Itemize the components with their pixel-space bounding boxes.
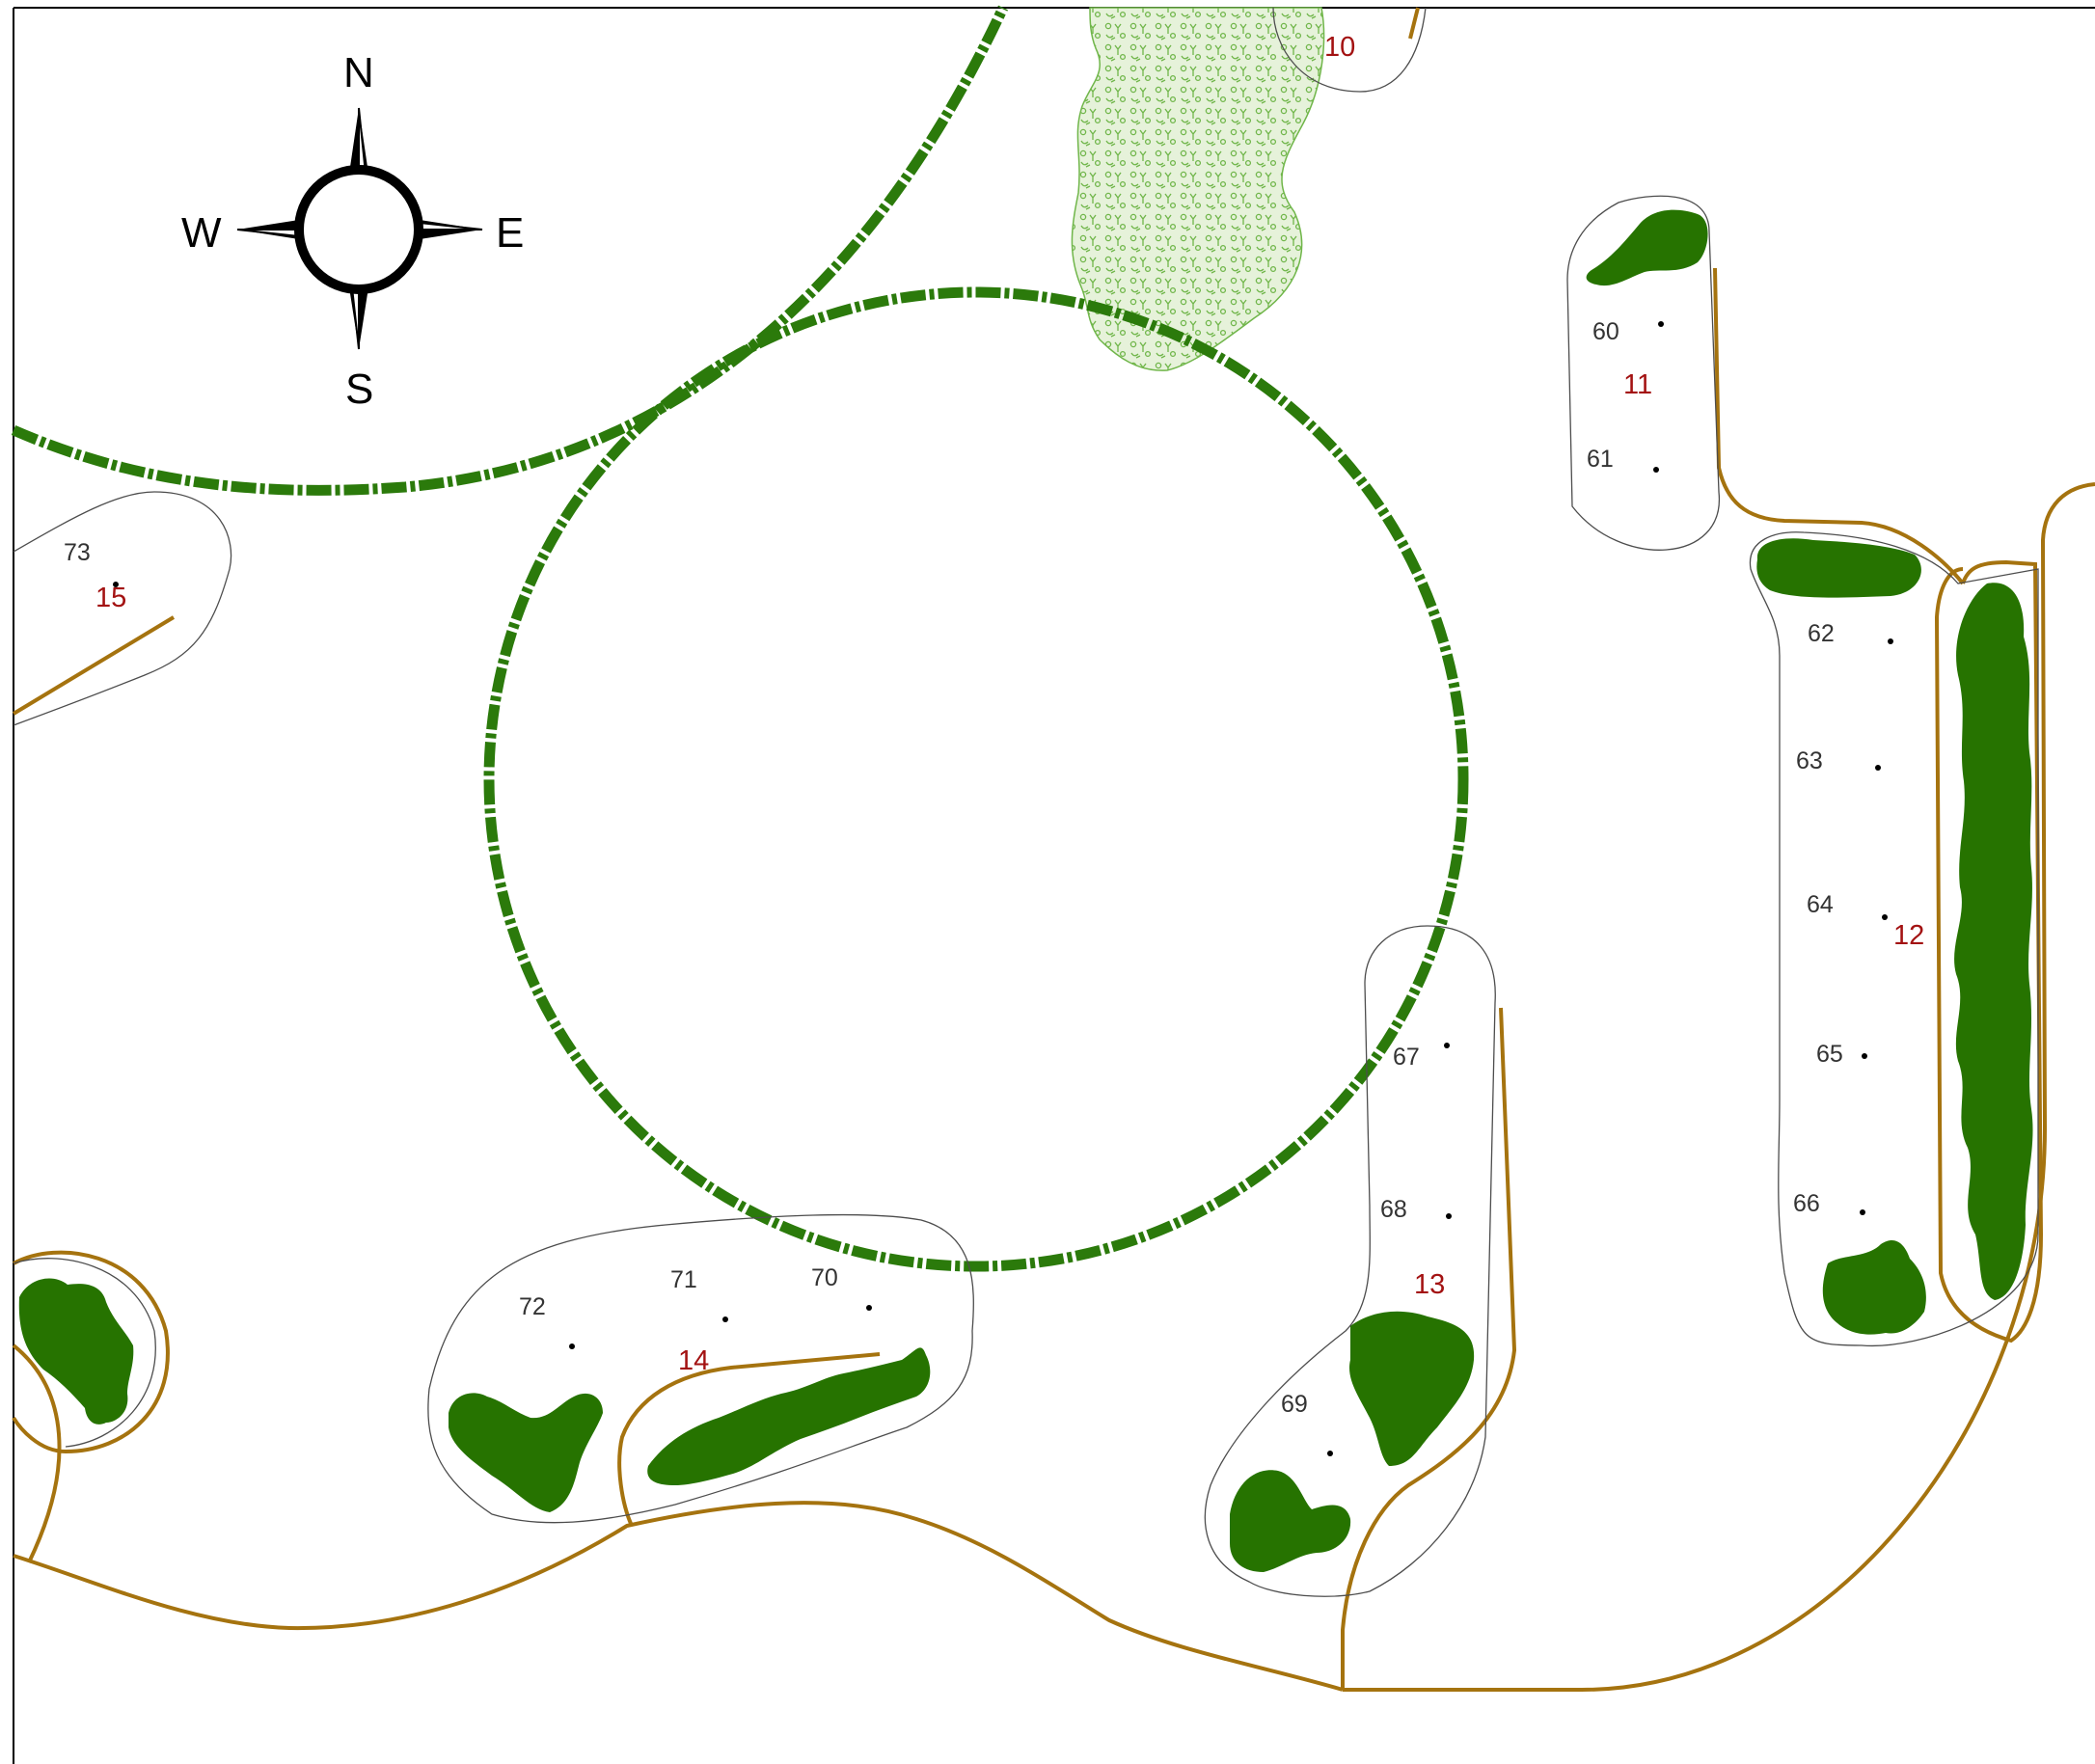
map-frame <box>13 7 2095 1764</box>
bed-label-14: 14 <box>678 1345 709 1376</box>
dot-61 <box>1653 467 1659 473</box>
dot-64 <box>1882 914 1888 920</box>
edging-bottom <box>13 1501 1344 1692</box>
edging-right-outer <box>1343 482 2095 1692</box>
bed-label-12: 12 <box>1893 920 1924 951</box>
shrub-bed12-hedge <box>1954 583 2033 1300</box>
plant-label-64: 64 <box>1807 891 1834 918</box>
edging-bed13 <box>1341 1007 1517 1690</box>
hedge-large-arc <box>11 5 1008 496</box>
dot-63 <box>1875 765 1881 771</box>
shrub-left-circle <box>18 1278 134 1425</box>
shrub-bed14-right <box>647 1347 931 1485</box>
dot-66 <box>1860 1209 1865 1215</box>
dot-70 <box>866 1305 872 1311</box>
bed-14-outline <box>427 1213 974 1524</box>
plant-label-61: 61 <box>1587 446 1614 473</box>
edging-top <box>1408 7 1420 40</box>
edging-bed12-hook <box>1934 559 2044 1343</box>
shrub-bed14-left <box>449 1393 603 1512</box>
compass-west-label: W <box>181 209 222 257</box>
plant-label-69: 69 <box>1281 1391 1308 1418</box>
bed-label-11: 11 <box>1623 369 1652 400</box>
plant-label-71: 71 <box>670 1266 697 1293</box>
edging-left-swoop <box>12 1343 62 1563</box>
edging-left-circle <box>12 1250 170 1454</box>
plant-label-65: 65 <box>1816 1041 1843 1068</box>
plant-dots <box>113 321 1893 1456</box>
compass-rose-icon: N S E W <box>181 49 524 413</box>
shrub-bed12-top <box>1756 538 1921 598</box>
plant-label-72: 72 <box>519 1293 546 1320</box>
shrub-bed13-large <box>1349 1311 1475 1466</box>
compass-north-label: N <box>343 49 374 96</box>
bed-11-outline <box>1566 195 1720 551</box>
plant-label-60: 60 <box>1592 318 1619 345</box>
edging-bed11 <box>1713 267 1965 585</box>
compass-south-label: S <box>345 366 373 413</box>
groundcover-patch <box>1071 7 1325 371</box>
bed-label-10: 10 <box>1324 32 1355 63</box>
plant-label-70: 70 <box>811 1264 838 1291</box>
edging-bed15 <box>12 615 176 716</box>
plant-label-67: 67 <box>1393 1044 1420 1071</box>
shrubs <box>18 209 2033 1572</box>
bed-labels: 10 11 12 13 14 15 <box>95 32 1924 1376</box>
plant-label-73: 73 <box>64 539 91 566</box>
dot-73 <box>113 582 119 587</box>
compass-east-label: E <box>496 209 524 257</box>
bed-label-15: 15 <box>95 583 126 613</box>
bed-outlines <box>13 7 2039 1597</box>
shrub-bed13-small <box>1230 1470 1351 1572</box>
plant-label-63: 63 <box>1796 747 1823 774</box>
edging-bed14 <box>617 1352 881 1527</box>
dot-65 <box>1862 1053 1867 1059</box>
dot-69 <box>1327 1451 1333 1456</box>
plant-label-68: 68 <box>1380 1196 1407 1223</box>
bed-left-circle-outline <box>13 1258 156 1448</box>
bed-10-outline <box>1272 7 1427 93</box>
bed-13-outline <box>1204 925 1496 1597</box>
plant-label-62: 62 <box>1808 620 1835 647</box>
dot-60 <box>1658 321 1664 327</box>
bed-label-13: 13 <box>1414 1269 1445 1300</box>
dot-68 <box>1446 1213 1452 1219</box>
shrub-bed11 <box>1586 209 1708 286</box>
dot-71 <box>722 1316 728 1322</box>
plant-labels: 60 61 62 63 64 65 66 67 68 69 70 71 72 7… <box>64 318 1843 1418</box>
shrub-bed12-bottom <box>1822 1239 1926 1335</box>
dot-72 <box>569 1343 575 1349</box>
bed-12-outline <box>1749 531 2039 1347</box>
path-edging <box>12 7 2095 1692</box>
plant-label-66: 66 <box>1793 1190 1820 1217</box>
hedge-circle <box>483 286 1469 1272</box>
dot-67 <box>1444 1043 1450 1048</box>
dot-62 <box>1888 638 1893 644</box>
bed-15-outline <box>13 491 232 726</box>
